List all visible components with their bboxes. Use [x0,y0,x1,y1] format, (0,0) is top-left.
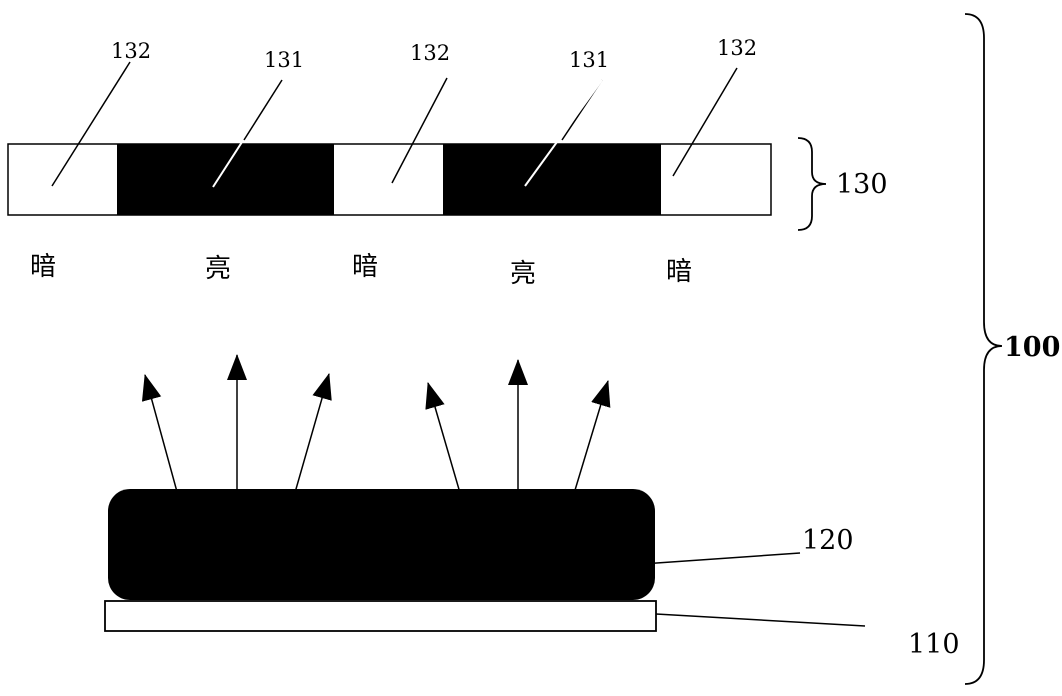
brace-100 [965,14,1002,684]
zone-label-1: 暗 [30,252,56,282]
leader-131-left-outer [244,80,282,140]
label-132-left: 132 [111,39,151,63]
leader-110 [656,614,865,626]
zone-label-2: 亮 [205,254,231,284]
bright-region-131-left [117,144,334,215]
label-131-right: 131 [569,48,609,72]
label-132-right: 132 [717,36,757,60]
layer-130-strip [8,144,771,215]
zone-label-3: 暗 [352,252,378,282]
layer-110-base [105,601,656,631]
emission-arrows [145,355,608,510]
label-100: 100 [1004,332,1060,363]
label-131-left: 131 [264,48,304,72]
zone-label-5: 暗 [666,257,692,287]
label-130: 130 [836,169,888,200]
bright-region-131-right [443,144,661,215]
zone-label-4: 亮 [510,259,536,289]
label-120: 120 [802,525,854,556]
label-110: 110 [908,629,960,660]
label-132-middle: 132 [410,41,450,65]
brace-130 [798,138,826,230]
layer-120-block [108,489,655,600]
